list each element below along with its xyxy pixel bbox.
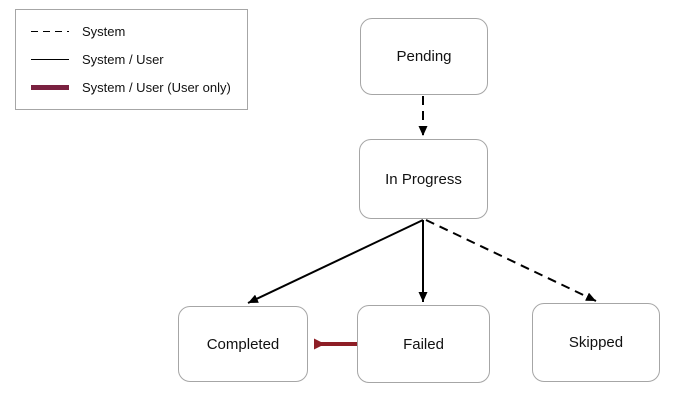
- edge-inprogress-to-skipped: [425, 219, 597, 302]
- node-skipped-label: Skipped: [568, 334, 624, 351]
- node-completed-label: Completed: [206, 335, 280, 353]
- node-pending-label: Pending: [396, 48, 452, 65]
- node-failed: Failed: [357, 305, 490, 383]
- legend-label-system: System: [82, 24, 126, 39]
- node-pending: Pending: [360, 18, 488, 95]
- dashed-line-sample-icon: [31, 31, 69, 32]
- node-failed-label: Failed: [403, 335, 444, 353]
- thick-line-sample-icon: [31, 85, 69, 90]
- edge-inprogress-to-completed: [247, 219, 424, 304]
- legend-item-user-only: System / User (User only): [31, 80, 247, 95]
- node-skipped: Skipped: [532, 303, 660, 382]
- legend-item-system: System: [31, 24, 247, 39]
- legend-label-user-only: System / User (User only): [82, 80, 231, 95]
- legend: System System / User System / User (User…: [15, 9, 248, 110]
- node-in-progress: In Progress: [359, 139, 488, 219]
- legend-label-system-user: System / User: [82, 52, 164, 67]
- solid-line-sample-icon: [31, 59, 69, 60]
- legend-item-system-user: System / User: [31, 52, 247, 67]
- node-completed: Completed: [178, 306, 308, 382]
- node-in-progress-label: In Progress: [385, 170, 462, 188]
